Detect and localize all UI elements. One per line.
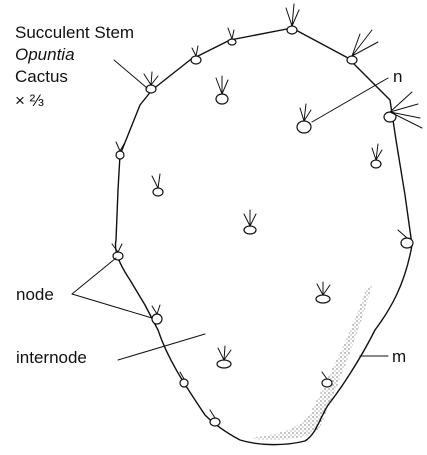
spine-cluster-icon [144, 72, 158, 93]
spine-cluster-icon [152, 305, 162, 324]
spine-cluster-icon [180, 372, 188, 387]
spine-cluster-icon [297, 104, 311, 133]
spine-cluster-icon [347, 30, 378, 64]
spine-cluster-icon [316, 282, 330, 303]
spine-cluster-icon [116, 142, 124, 159]
spine-cluster-icon [228, 28, 236, 45]
spine-cluster-icon [286, 4, 299, 34]
spine-cluster-icon [384, 92, 422, 128]
leader-n [312, 78, 388, 122]
spine-cluster-icon [152, 174, 163, 196]
leader-lines [72, 60, 388, 360]
leader-title [114, 60, 147, 88]
leader-node-1 [72, 258, 116, 294]
spine-cluster-icon [244, 210, 256, 234]
spine-cluster-icon [217, 346, 231, 368]
spine-cluster-icon [112, 244, 123, 260]
stippled-region [248, 285, 372, 440]
spine-cluster-icon [210, 410, 220, 426]
spine-cluster-icon [216, 76, 228, 104]
pad-outline [116, 28, 412, 445]
spine-cluster-icon [371, 144, 382, 168]
interior-spine-clusters [152, 76, 382, 368]
edge-spine-clusters [112, 4, 422, 426]
